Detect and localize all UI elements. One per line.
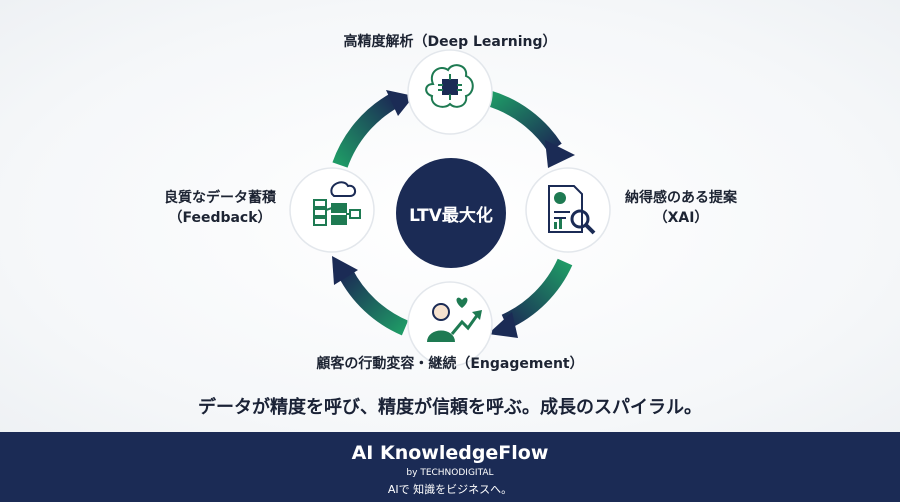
diagram-canvas: LTV最大化 高精度解析（Deep Learning） 納得感のある提案 （XA… bbox=[0, 0, 900, 432]
node-right-title: 納得感のある提案 bbox=[625, 190, 737, 206]
center-goal: LTV最大化 bbox=[396, 158, 506, 268]
node-left-subtitle: （Feedback） bbox=[168, 210, 272, 226]
node-bottom-circle bbox=[407, 281, 493, 367]
arrowhead-top-right bbox=[545, 140, 575, 168]
arrow-bottom-right bbox=[501, 258, 573, 330]
arrow-top-left bbox=[332, 93, 400, 168]
arrowhead-bottom-left bbox=[332, 256, 358, 285]
node-bottom-label: 顧客の行動変容・継続（Engagement） bbox=[316, 356, 584, 372]
arrowhead-bottom-right bbox=[488, 312, 518, 338]
footer-banner: AI KnowledgeFlow by TECHNODIGITAL AIで 知識… bbox=[0, 432, 900, 502]
brand-slogan: AIで 知識をビジネスへ。 bbox=[387, 483, 513, 496]
node-right-subtitle: （XAI） bbox=[653, 210, 709, 226]
brand-name: AI KnowledgeFlow bbox=[351, 442, 549, 464]
arrow-top-right bbox=[485, 90, 562, 153]
customer-growth-icon bbox=[427, 297, 482, 343]
brand-byline: by TECHNODIGITAL bbox=[406, 468, 494, 478]
brain-chip-icon bbox=[425, 64, 474, 108]
node-left-label: 良質なデータ蓄積 （Feedback） bbox=[150, 188, 290, 228]
node-top-label: 高精度解析（Deep Learning） bbox=[343, 34, 557, 50]
data-cloud-icon bbox=[313, 181, 361, 226]
report-magnifier-icon bbox=[548, 185, 596, 235]
arrowhead-top-left bbox=[386, 90, 414, 116]
node-right-label: 納得感のある提案 （XAI） bbox=[606, 188, 756, 228]
cycle-arrows bbox=[289, 49, 611, 367]
tagline: データが精度を呼び、精度が信頼を呼ぶ。成長のスパイラル。 bbox=[198, 397, 702, 418]
center-label: LTV最大化 bbox=[409, 205, 493, 226]
arrow-bottom-left bbox=[337, 268, 409, 336]
node-left-title: 良質なデータ蓄積 bbox=[164, 190, 276, 206]
